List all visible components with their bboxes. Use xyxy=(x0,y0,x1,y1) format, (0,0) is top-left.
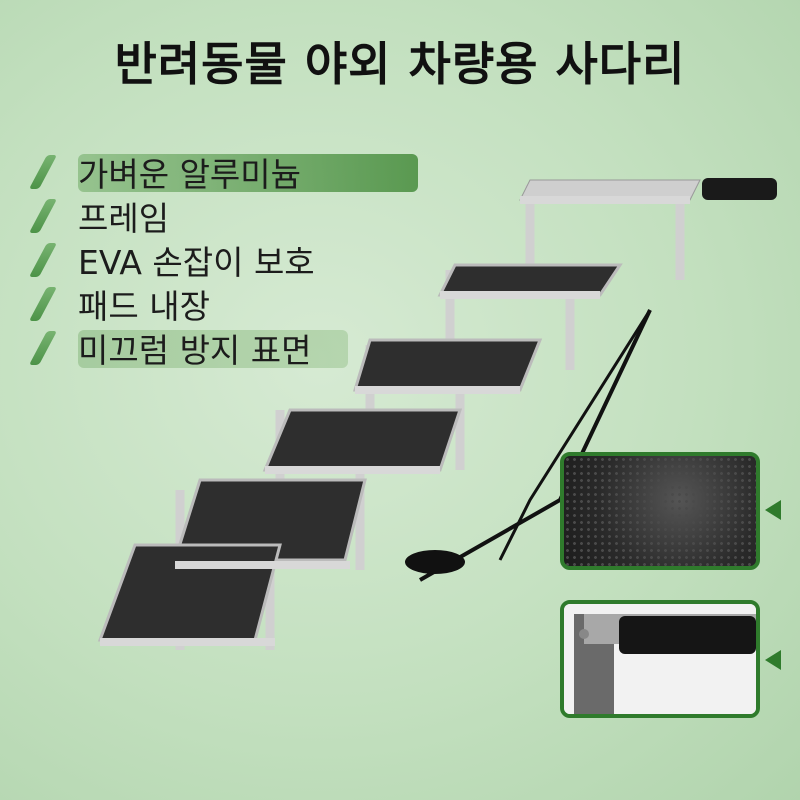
feature-text: 패드 내장 xyxy=(78,287,210,326)
eva-handle-closeup xyxy=(560,600,760,718)
strap-pad xyxy=(405,550,465,574)
feature-item: 미끄럼 방지 표면 xyxy=(28,326,438,370)
feature-item: EVA 손잡이 보호 xyxy=(28,238,438,282)
feature-text: EVA 손잡이 보호 xyxy=(78,243,315,282)
slash-icon xyxy=(28,243,58,277)
feature-text: 프레임 xyxy=(78,199,170,238)
slash-icon xyxy=(28,199,58,233)
feature-item: 프레임 xyxy=(28,194,438,238)
frame-bars xyxy=(100,196,690,646)
feature-text: 가벼운 알루미늄 xyxy=(78,155,302,194)
eva-handle xyxy=(702,178,777,200)
triangle-left-icon xyxy=(765,500,781,520)
feature-list: 가벼운 알루미늄 프레임 EVA 손잡이 보호 패드 내장 미끄럼 방지 표면 xyxy=(28,150,438,370)
triangle-left-icon xyxy=(765,650,781,670)
highlight-bar xyxy=(78,330,348,368)
feature-item: 가벼운 알루미늄 xyxy=(28,150,438,194)
anti-slip-surface-closeup xyxy=(560,452,760,570)
slash-icon xyxy=(28,331,58,365)
strap xyxy=(498,309,652,561)
feature-item: 패드 내장 xyxy=(28,282,438,326)
ladder-illustration xyxy=(97,178,777,650)
slash-icon xyxy=(28,287,58,321)
page-title: 반려동물 야외 차량용 사다리 xyxy=(114,37,686,91)
highlight-bar xyxy=(78,154,418,192)
feature-text: 미끄럼 방지 표면 xyxy=(78,331,312,370)
slash-icon xyxy=(28,155,58,189)
